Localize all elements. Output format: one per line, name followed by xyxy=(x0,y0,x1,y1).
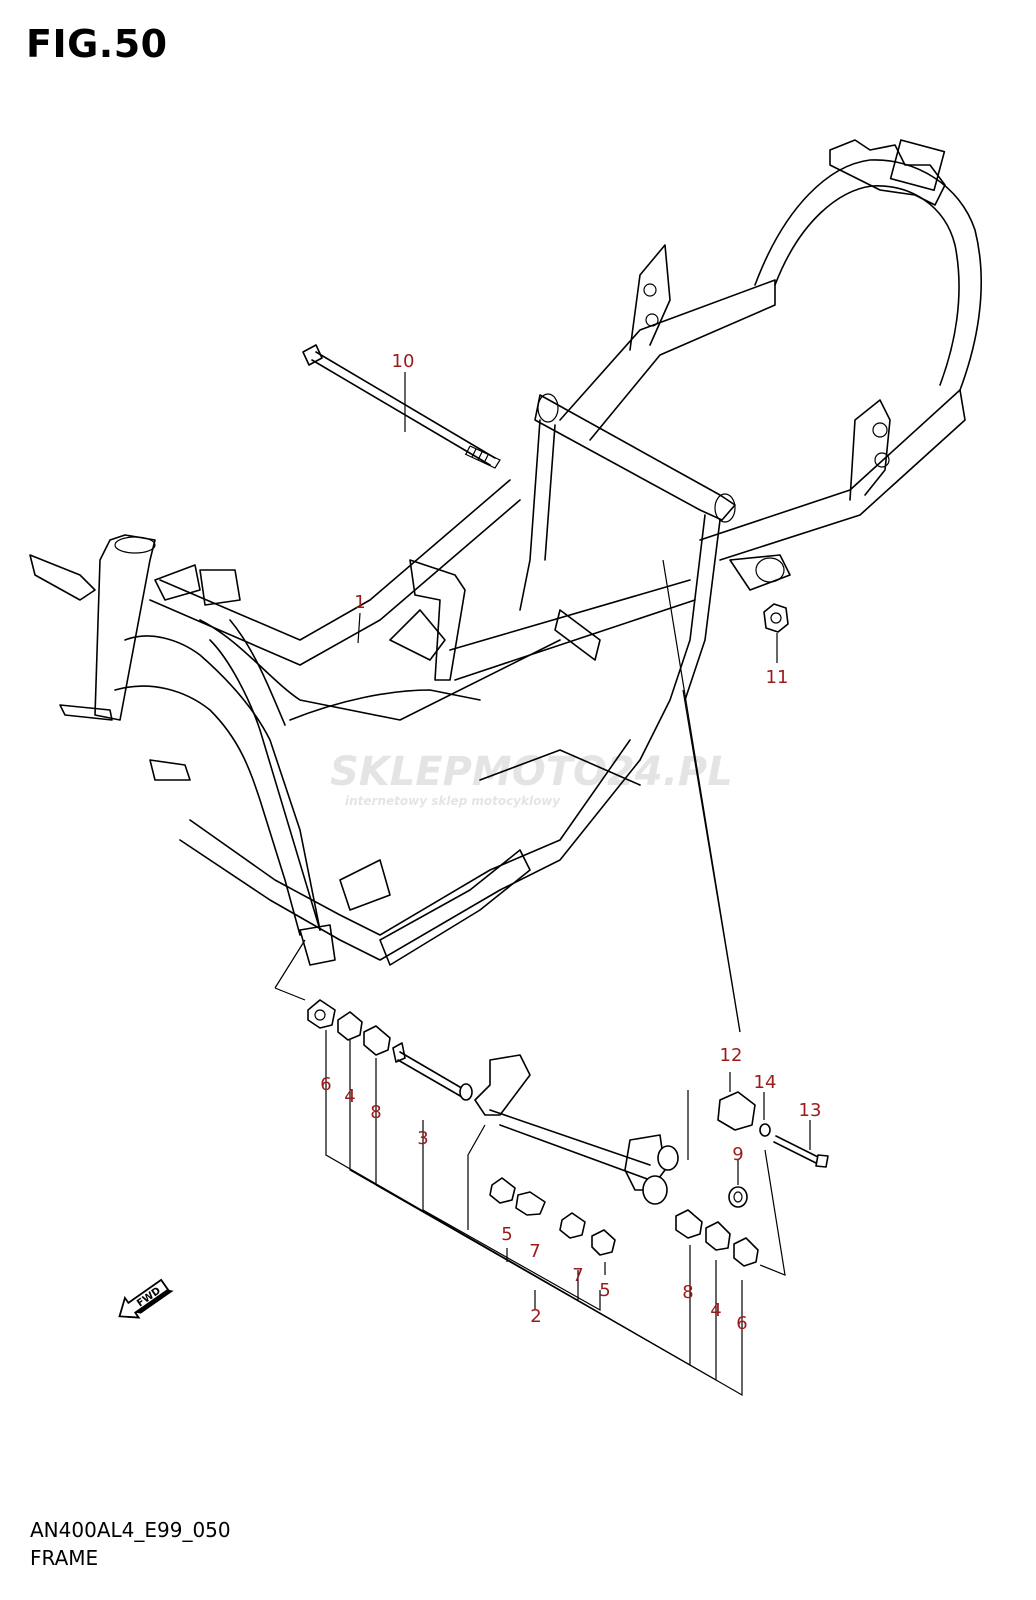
callout-8-left: 8 xyxy=(370,1102,381,1123)
flange-nut xyxy=(763,603,789,633)
watermark-brand: SKLEPMOTO24.PL xyxy=(330,749,733,795)
callout-labels: 1 2 3 4 4 5 5 6 6 7 7 8 8 9 10 11 12 13 … xyxy=(320,351,821,1334)
watermark-tagline: internetowy sklep motocyklowy xyxy=(345,794,561,808)
callout-11: 11 xyxy=(766,667,789,688)
callout-1: 1 xyxy=(354,592,365,613)
forward-arrow: FWD xyxy=(118,1278,174,1319)
bushings-set xyxy=(307,999,829,1267)
diagram-code: AN400AL4_E99_050 xyxy=(30,1518,231,1542)
callout-5-right: 5 xyxy=(599,1280,610,1301)
callout-9: 9 xyxy=(732,1144,743,1165)
watermark: SKLEPMOTO24.PL internetowy sklep motocyk… xyxy=(330,749,733,808)
engine-mount-bracket xyxy=(474,1054,679,1205)
callout-6-right: 6 xyxy=(736,1313,747,1334)
callout-7-left: 7 xyxy=(529,1241,540,1262)
figure-title: FIG.50 xyxy=(26,22,168,66)
callout-13: 13 xyxy=(799,1100,822,1121)
callout-8-right: 8 xyxy=(682,1282,693,1303)
diagram-name: FRAME xyxy=(30,1546,99,1570)
main-frame xyxy=(29,139,982,966)
callout-6-left: 6 xyxy=(320,1074,331,1095)
callout-4-left: 4 xyxy=(344,1086,355,1107)
callout-5-left: 5 xyxy=(501,1224,512,1245)
callout-12: 12 xyxy=(720,1045,743,1066)
callout-4-right: 4 xyxy=(710,1300,721,1321)
callout-7-right: 7 xyxy=(572,1265,583,1286)
leader-lines xyxy=(274,372,811,1397)
callout-3: 3 xyxy=(417,1128,428,1149)
callout-10: 10 xyxy=(392,351,415,372)
callout-2: 2 xyxy=(530,1306,541,1327)
callout-14: 14 xyxy=(754,1072,777,1093)
